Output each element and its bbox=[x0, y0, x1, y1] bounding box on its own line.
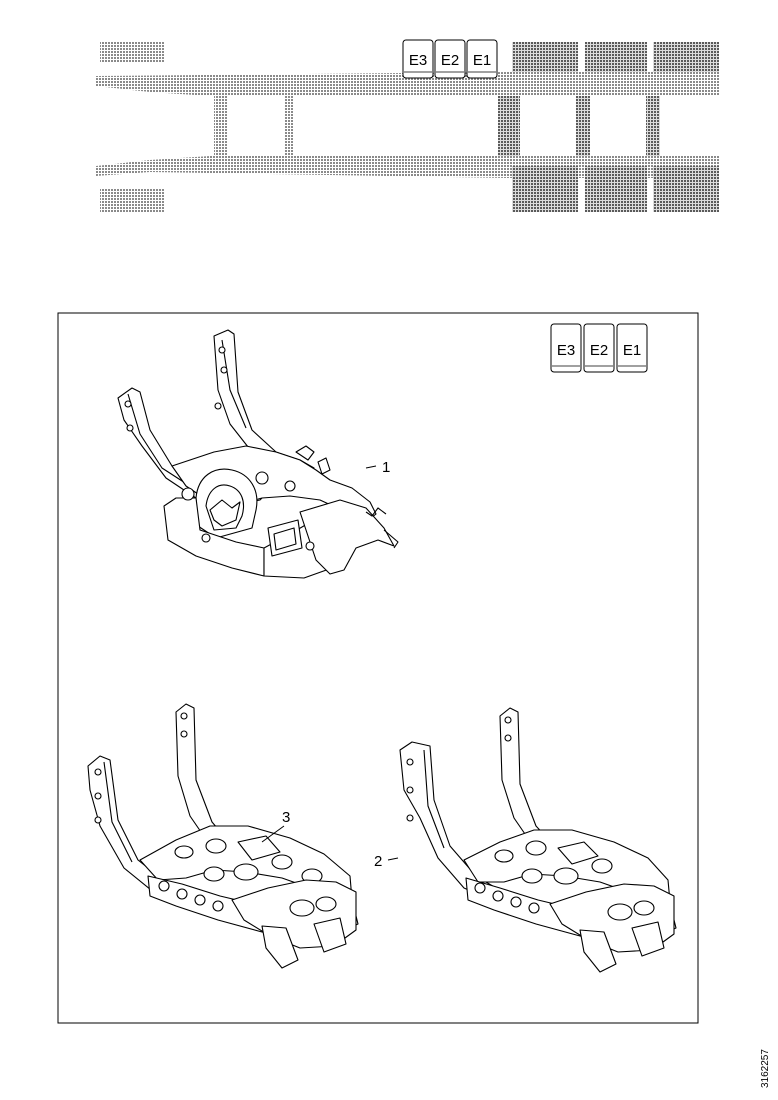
cross-member bbox=[214, 96, 228, 156]
panel-variant-badge-e3: E3 bbox=[550, 323, 582, 373]
variant-label-e1: E1 bbox=[473, 52, 491, 69]
cross-member bbox=[646, 96, 660, 156]
frame-section-block bbox=[585, 166, 647, 212]
callout-1-label: 1 bbox=[382, 459, 390, 476]
callout-3-label: 3 bbox=[282, 809, 290, 826]
detail-panel-border bbox=[57, 312, 699, 1024]
variant-badge-e1: E1 bbox=[466, 39, 498, 79]
panel-variant-label-e1: E1 bbox=[623, 342, 641, 359]
panel-variant-label-e3: E3 bbox=[557, 342, 575, 359]
callout-2: 2 bbox=[374, 853, 399, 870]
callout-1: 1 bbox=[365, 459, 390, 476]
variant-label-e2: E2 bbox=[441, 52, 459, 69]
chassis-overview: E3 E2 E1 bbox=[96, 39, 720, 212]
panel-variant-label-e2: E2 bbox=[590, 342, 608, 359]
callout-3: 3 bbox=[261, 809, 290, 843]
frame-section-block bbox=[512, 166, 578, 212]
frame-section-block bbox=[100, 188, 164, 212]
variant-label-e3: E3 bbox=[409, 52, 427, 69]
detail-panel: E3 E2 E1 bbox=[57, 312, 699, 1024]
panel-variant-badge-e2: E2 bbox=[583, 323, 615, 373]
part-3-plate bbox=[237, 835, 281, 861]
variant-badge-group: E3 E2 E1 bbox=[402, 39, 498, 79]
panel-variant-badge-e1: E1 bbox=[616, 323, 648, 373]
variant-badge-e2: E2 bbox=[434, 39, 466, 79]
part-2-right-drawing bbox=[399, 707, 677, 973]
frame-section-block bbox=[100, 42, 164, 62]
panel-variant-badge-group: E3 E2 E1 bbox=[550, 323, 648, 373]
variant-badge-e3: E3 bbox=[402, 39, 434, 79]
part-2-left-drawing bbox=[87, 703, 359, 969]
frame-section-block bbox=[653, 166, 719, 212]
cross-member bbox=[576, 96, 590, 156]
callout-2-label: 2 bbox=[374, 853, 382, 870]
figure-id: 3162257 bbox=[760, 1049, 771, 1088]
part-1-drawing bbox=[117, 329, 399, 579]
cross-member bbox=[284, 96, 294, 156]
upper-side-rail bbox=[96, 72, 720, 96]
cross-member bbox=[498, 96, 520, 156]
